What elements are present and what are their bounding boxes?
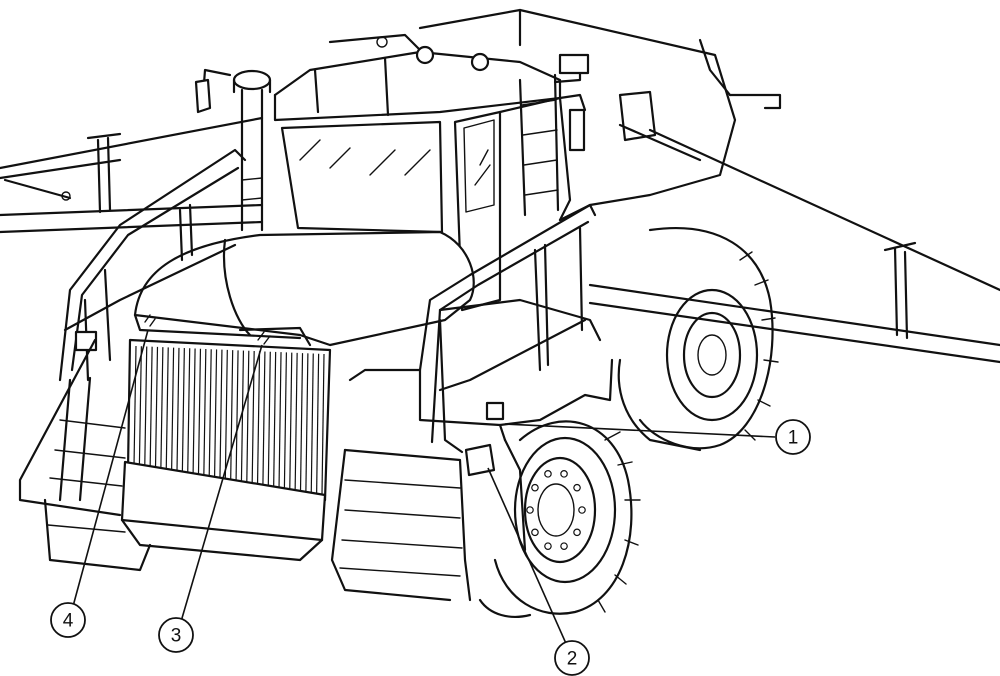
lug-nut [531,528,539,537]
left-boom [0,116,264,234]
left-mirror [194,68,232,114]
leader-1 [504,423,776,438]
grille-slat [133,345,137,467]
lug-nut [544,470,552,478]
right-body [464,358,614,552]
grille-slat [305,353,309,492]
grille-slat [160,347,164,471]
grille-slat [316,353,320,494]
right-head-light [257,331,271,345]
grille-slat [310,353,314,493]
front-wheel [478,420,641,618]
right-rail-steps [330,203,602,602]
grille-slat [192,348,196,475]
rear-wheel [617,227,779,452]
lug-nut [578,506,586,514]
grille-slat [171,347,175,472]
right-boom [588,38,1000,364]
lug-nut [573,528,581,537]
callout-3: 3 [158,617,194,653]
grille-slat [283,352,287,489]
leader-2 [487,467,569,649]
grille-slat [208,349,212,478]
exhaust-stack [232,69,272,232]
grille-slat [219,349,223,479]
grille-slat [240,350,245,483]
grille-slat [230,350,234,481]
grille-slat [213,349,218,479]
grille-slat [144,346,148,468]
grille-slat [176,347,180,473]
tank [418,8,737,222]
grille-slat [138,346,142,467]
grille-slat [321,353,325,495]
lug-nut [573,483,581,492]
grille-slat [154,346,159,470]
callout-1-label: 1 [788,428,799,449]
grille-slat [181,348,185,474]
callout-2: 2 [554,640,590,676]
grille-slat [235,350,239,482]
lug-nut [531,483,539,492]
cab [273,33,590,312]
grille-slat [294,352,298,491]
callout-4: 4 [50,602,86,638]
left-head-light [144,314,156,327]
grille-slat [224,349,228,480]
grille-slat [262,351,266,486]
grille-slat [187,348,191,475]
lug-nut [560,470,568,478]
grille-slat [203,348,207,477]
grille-slat [278,352,282,488]
grille-slat [267,351,271,487]
grille-slat [256,351,261,485]
lug-nut [544,542,552,550]
left-rail-steps [18,148,247,572]
front-wheel-lugs [526,470,586,550]
grille-slat [197,348,202,476]
grille-lines [133,345,325,495]
grille-slat [165,347,169,471]
hood-lights [144,314,271,345]
callout-3-label: 3 [171,626,182,647]
callout-4-label: 4 [63,611,74,632]
lug-nut [560,542,568,550]
callout-1: 1 [775,419,811,455]
leader-3 [179,344,263,626]
leader-lines [71,329,776,649]
hood [133,230,475,347]
grille-slat [246,350,250,483]
grille-slat [273,351,277,487]
lug-nut [526,506,534,514]
grille-slat [149,346,153,469]
grille-slat [299,353,304,491]
front-bumper [120,460,327,562]
leader-4 [71,329,149,611]
callout-2-label: 2 [567,649,578,670]
grille-slat [289,352,293,490]
